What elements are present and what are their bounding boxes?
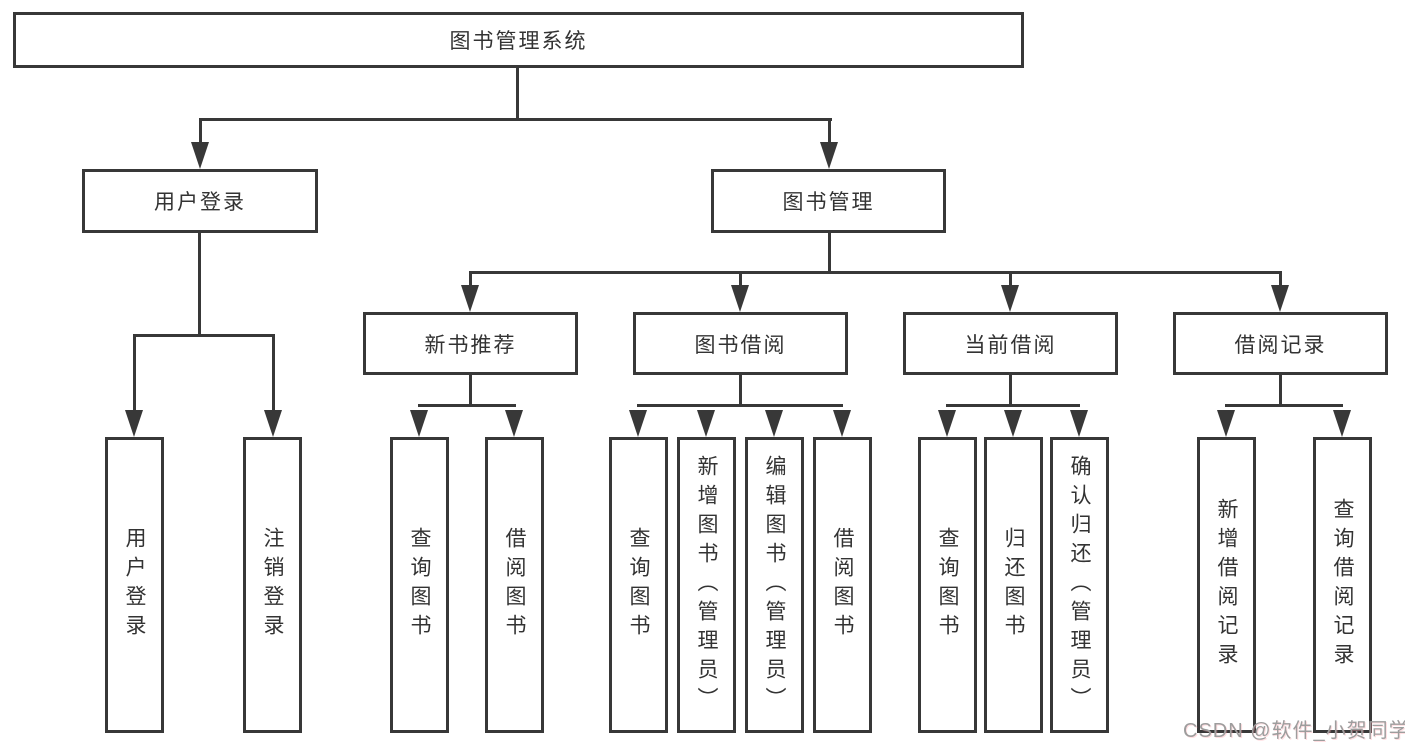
- connector-vertical: [469, 271, 472, 289]
- connector-vertical: [828, 233, 831, 273]
- leaf-query-books-recommend: 查询图书: [390, 437, 449, 733]
- leaf-add-book-admin: 新增图书（管理员）: [677, 437, 736, 733]
- leaf-edit-book-admin: 编辑图书（管理员）: [745, 437, 804, 733]
- leaf-query-books-borrow: 查询图书: [609, 437, 668, 733]
- arrow-down-icon: [1271, 285, 1289, 312]
- arrow-down-icon: [820, 142, 838, 169]
- arrow-down-icon: [731, 285, 749, 312]
- connector-vertical: [1279, 375, 1282, 407]
- node-library-management-system: 图书管理系统: [13, 12, 1024, 68]
- leaf-borrow-books-recommend: 借阅图书: [485, 437, 544, 733]
- connector-horizontal: [418, 404, 516, 407]
- node-user-login: 用户登录: [82, 169, 318, 233]
- arrow-down-icon: [410, 410, 428, 437]
- connector-vertical: [272, 334, 275, 414]
- leaf-query-borrow-record: 查询借阅记录: [1313, 437, 1372, 733]
- node-current-borrowing: 当前借阅: [903, 312, 1118, 375]
- leaf-borrow-books: 借阅图书: [813, 437, 872, 733]
- connector-horizontal: [1225, 404, 1343, 407]
- arrow-down-icon: [1001, 285, 1019, 312]
- arrow-down-icon: [1333, 410, 1351, 437]
- connector-vertical: [1009, 375, 1012, 407]
- connector-vertical: [1009, 271, 1012, 289]
- connector-horizontal: [469, 271, 1282, 274]
- arrow-down-icon: [938, 410, 956, 437]
- arrow-down-icon: [765, 410, 783, 437]
- connector-vertical: [469, 375, 472, 407]
- leaf-logout: 注销登录: [243, 437, 302, 733]
- arrow-down-icon: [1070, 410, 1088, 437]
- connector-vertical: [1279, 271, 1282, 289]
- leaf-query-books-current: 查询图书: [918, 437, 977, 733]
- connector-vertical: [516, 68, 519, 120]
- leaf-add-borrow-record: 新增借阅记录: [1197, 437, 1256, 733]
- arrow-down-icon: [1217, 410, 1235, 437]
- arrow-down-icon: [191, 142, 209, 169]
- connector-vertical: [828, 118, 831, 146]
- leaf-confirm-return-admin: 确认归还（管理员）: [1050, 437, 1109, 733]
- node-borrowing-records: 借阅记录: [1173, 312, 1388, 375]
- arrow-down-icon: [264, 410, 282, 437]
- watermark: CSDN @软件_小贺同学: [1183, 720, 1405, 742]
- connector-vertical: [133, 334, 136, 414]
- node-book-management: 图书管理: [711, 169, 946, 233]
- arrow-down-icon: [505, 410, 523, 437]
- arrow-down-icon: [629, 410, 647, 437]
- arrow-down-icon: [697, 410, 715, 437]
- leaf-user-login: 用户登录: [105, 437, 164, 733]
- connector-horizontal: [637, 404, 843, 407]
- arrow-down-icon: [1004, 410, 1022, 437]
- arrow-down-icon: [833, 410, 851, 437]
- connector-vertical: [739, 271, 742, 289]
- connector-vertical: [198, 233, 201, 337]
- leaf-return-books: 归还图书: [984, 437, 1043, 733]
- node-book-borrowing: 图书借阅: [633, 312, 848, 375]
- arrow-down-icon: [125, 410, 143, 437]
- connector-horizontal: [946, 404, 1080, 407]
- connector-vertical: [739, 375, 742, 407]
- connector-horizontal: [133, 334, 275, 337]
- arrow-down-icon: [461, 285, 479, 312]
- connector-horizontal: [199, 118, 832, 121]
- connector-vertical: [199, 118, 202, 146]
- node-new-book-recommendation: 新书推荐: [363, 312, 578, 375]
